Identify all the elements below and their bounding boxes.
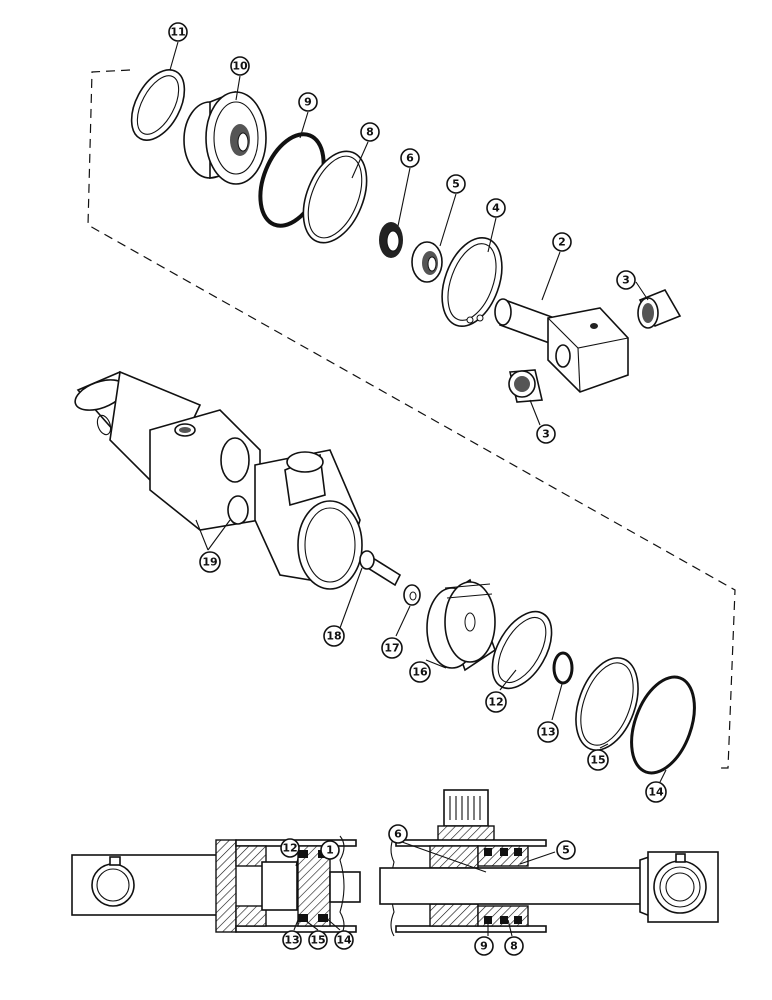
svg-text:13: 13 <box>284 934 299 947</box>
callout-2: 2 <box>552 232 572 252</box>
callout-19: 19 <box>199 551 221 573</box>
svg-text:12: 12 <box>282 842 297 855</box>
callout-12-section: 12 <box>280 838 300 858</box>
callout-8-section: 8 <box>504 936 524 956</box>
svg-text:18: 18 <box>326 630 341 643</box>
svg-text:6: 6 <box>406 152 414 165</box>
callout-9-section: 9 <box>474 936 494 956</box>
cylinder-barrel-part-19 <box>74 370 363 590</box>
callout-15: 15 <box>587 749 609 771</box>
callout-14-section: 14 <box>334 930 354 950</box>
gland-part-10 <box>183 90 267 185</box>
svg-text:6: 6 <box>394 828 402 841</box>
cross-section-right <box>379 789 719 937</box>
svg-text:11: 11 <box>170 26 185 39</box>
callout-18: 18 <box>323 625 345 647</box>
callout-1-section: 1 <box>320 840 340 860</box>
callout-3-lower: 3 <box>536 424 556 444</box>
svg-text:2: 2 <box>558 236 566 249</box>
callout-8: 8 <box>360 122 380 142</box>
bushing-part-3-upper <box>637 288 682 329</box>
callout-4: 4 <box>486 198 506 218</box>
svg-text:13: 13 <box>540 726 555 739</box>
wear-ring-part-12 <box>491 610 553 690</box>
leader-lines <box>169 41 667 937</box>
retaining-ring-part-4 <box>441 236 503 328</box>
callout-3-upper: 3 <box>616 270 636 290</box>
callout-13: 13 <box>537 721 559 743</box>
svg-text:12: 12 <box>488 696 503 709</box>
svg-text:16: 16 <box>412 666 428 679</box>
callout-15-section: 15 <box>308 930 328 950</box>
backup-ring-part-15 <box>575 657 639 751</box>
svg-text:14: 14 <box>648 786 664 799</box>
callout-6-section: 6 <box>388 824 408 844</box>
assembly-guide-upper <box>87 69 736 769</box>
callout-6: 6 <box>400 148 420 168</box>
svg-text:4: 4 <box>492 202 500 215</box>
callout-5: 5 <box>446 174 466 194</box>
callout-14: 14 <box>645 781 667 803</box>
svg-text:15: 15 <box>590 754 605 767</box>
svg-text:5: 5 <box>452 178 460 191</box>
callout-12: 12 <box>485 691 507 713</box>
svg-text:15: 15 <box>310 934 325 947</box>
callout-5-section: 5 <box>556 840 576 860</box>
backup-ring-part-8 <box>302 150 368 244</box>
svg-text:14: 14 <box>336 934 352 947</box>
callout-10: 10 <box>230 56 250 76</box>
snap-ring-part-11 <box>130 69 186 141</box>
svg-text:3: 3 <box>542 428 550 441</box>
rod-end-part-2 <box>494 298 629 393</box>
callout-9: 9 <box>298 92 318 112</box>
piston-part-16 <box>426 578 496 672</box>
washer-part-17 <box>403 584 421 606</box>
svg-text:5: 5 <box>562 844 570 857</box>
o-ring-part-13 <box>552 651 574 685</box>
rod-seal-part-5 <box>411 241 443 283</box>
piston-bolt-part-18 <box>359 550 402 587</box>
svg-text:17: 17 <box>384 642 399 655</box>
wiper-seal-part-6 <box>379 222 403 258</box>
svg-text:8: 8 <box>510 940 518 953</box>
callout-13-section: 13 <box>282 930 302 950</box>
svg-text:9: 9 <box>480 940 488 953</box>
callout-11: 11 <box>168 22 188 42</box>
svg-text:3: 3 <box>622 274 630 287</box>
svg-text:8: 8 <box>366 126 374 139</box>
svg-text:19: 19 <box>202 556 217 569</box>
svg-text:9: 9 <box>304 96 312 109</box>
bushing-part-3-lower <box>508 369 543 403</box>
svg-text:1: 1 <box>326 844 334 857</box>
cross-section-left <box>71 835 361 937</box>
callout-16: 16 <box>409 661 431 683</box>
piston-seal-part-14 <box>630 675 696 775</box>
callout-17: 17 <box>381 637 403 659</box>
svg-text:10: 10 <box>232 60 248 73</box>
